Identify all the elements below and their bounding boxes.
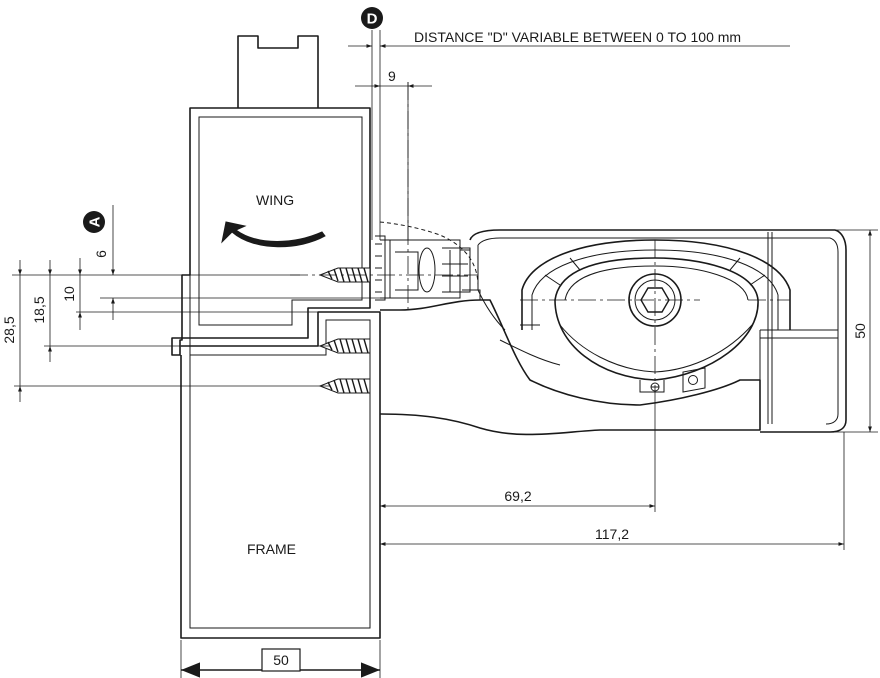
dimension-50-right-label: 50 — [852, 323, 868, 339]
dimension-10: 10 — [61, 258, 370, 330]
dimension-18-5: 18,5 — [31, 260, 330, 362]
dimension-69-2-label: 69,2 — [504, 488, 531, 504]
hinge-knuckle — [375, 221, 479, 301]
dimension-6: 6 — [93, 205, 380, 320]
dimension-117-2-label: 117,2 — [595, 526, 629, 542]
frame-profile — [180, 311, 381, 639]
dimension-6-label: 6 — [93, 250, 109, 258]
dimension-28-5-label: 28,5 — [1, 316, 17, 343]
marker-d: D — [361, 7, 383, 29]
curved-arrow-icon — [221, 221, 326, 248]
dimension-69-2: 69,2 — [379, 390, 656, 550]
marker-a: A — [83, 211, 105, 233]
marker-a-label: A — [87, 216, 104, 227]
dimension-9-label: 9 — [388, 68, 396, 84]
dimension-18-5-label: 18,5 — [31, 296, 47, 323]
dimension-28-5: 28,5 — [1, 260, 330, 402]
dimension-distance-d: DISTANCE "D" VARIABLE BETWEEN 0 TO 100 m… — [348, 29, 790, 240]
wing-profile — [171, 107, 371, 356]
marker-d-label: D — [367, 11, 378, 28]
dimension-50-right: 50 — [770, 229, 878, 433]
dimension-50-bottom: 50 — [180, 640, 381, 678]
dimension-10-label: 10 — [61, 286, 77, 302]
wing-label: WING — [256, 192, 294, 208]
frame-label: FRAME — [247, 541, 296, 557]
dimension-9: 9 — [355, 68, 432, 240]
distance-note: DISTANCE "D" VARIABLE BETWEEN 0 TO 100 m… — [414, 29, 741, 45]
dimension-117-2: 117,2 — [380, 432, 845, 550]
dimension-50-bottom-label: 50 — [273, 652, 289, 668]
wing-top-profile — [237, 35, 319, 108]
